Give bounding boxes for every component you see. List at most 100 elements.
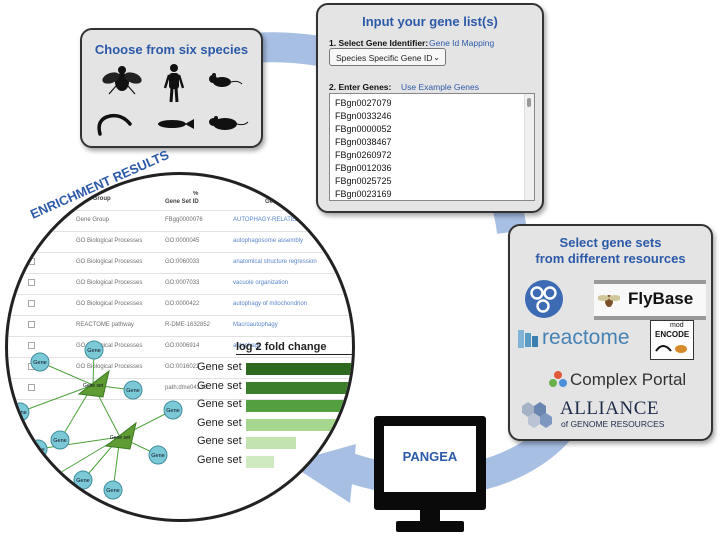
bar bbox=[246, 363, 352, 375]
row-checkbox[interactable] bbox=[28, 321, 35, 328]
human-icon[interactable] bbox=[163, 64, 185, 103]
textarea-scrollbar[interactable] bbox=[524, 94, 534, 200]
gene-node[interactable] bbox=[73, 470, 93, 490]
row-checkbox[interactable] bbox=[28, 279, 35, 286]
bar bbox=[246, 437, 296, 450]
col-id: Gene Set ID bbox=[165, 199, 199, 205]
gene-set-hub[interactable] bbox=[77, 369, 110, 398]
bar-label: Gene set bbox=[197, 361, 242, 373]
row-id: GO:0006914 bbox=[165, 343, 200, 349]
row-group: GO Biological Processes bbox=[76, 280, 143, 286]
complex-portal-logo[interactable]: Complex Portal bbox=[570, 370, 687, 389]
bar-label: Gene set bbox=[197, 454, 242, 466]
gene-set-hub[interactable] bbox=[104, 421, 137, 450]
gene-node[interactable] bbox=[84, 340, 104, 360]
row-name-link[interactable]: vacuole organization bbox=[233, 280, 289, 286]
reactome-logo[interactable]: reactome bbox=[542, 326, 630, 349]
gene-ontology-logo[interactable] bbox=[523, 278, 565, 320]
row-checkbox[interactable] bbox=[28, 300, 35, 307]
species-panel: Choose from six species bbox=[80, 28, 263, 148]
row-id: path:dme04136 bbox=[165, 385, 207, 391]
gene-node-label: Gene bbox=[13, 410, 26, 416]
gene-node-label: Gene bbox=[166, 408, 179, 414]
row-name-link[interactable]: Macroautophagy bbox=[233, 322, 278, 328]
row-group: GO Biological Processes bbox=[76, 259, 143, 265]
hub-label: Gene set bbox=[110, 435, 131, 441]
row-name-link[interactable]: AUTOPHAGY-RELATED GENES bbox=[233, 217, 322, 223]
gene-entry: FBgn0000052 bbox=[335, 124, 392, 134]
gene-identifier-select[interactable]: Species Specific Gene ID ⌄ bbox=[329, 48, 446, 66]
gene-input-panel: Input your gene list(s) 1. Select Gene I… bbox=[316, 3, 544, 213]
alliance-logo[interactable]: ALLIANCE bbox=[560, 398, 659, 419]
row-name-link[interactable]: autophagy bbox=[233, 343, 262, 349]
table-row[interactable]: GO Biological Processes GO:0000045 autopha… bbox=[8, 231, 352, 253]
row-name-link[interactable]: autophagosome assembly bbox=[233, 238, 304, 244]
fly-icon[interactable] bbox=[101, 66, 143, 95]
row-name-link[interactable]: autophagy of mitochondrion bbox=[233, 301, 308, 307]
gene-node[interactable] bbox=[10, 402, 30, 422]
pangea-monitor: PANGEA bbox=[374, 416, 486, 510]
row-name-link[interactable]: anatomical structure regression bbox=[233, 259, 317, 265]
bar-label: Gene set bbox=[197, 416, 242, 429]
row-checkbox[interactable] bbox=[28, 237, 35, 244]
row-group: GO Biological Processes bbox=[76, 364, 143, 370]
row-group: REACTOME pathway bbox=[76, 322, 134, 328]
network-edge bbox=[39, 361, 94, 386]
bar bbox=[246, 456, 275, 468]
gene-list-textarea[interactable]: FBgn0027079 FBgn0033246 FBgn0000052 FBgn… bbox=[329, 93, 535, 201]
row-checkbox[interactable] bbox=[28, 258, 35, 265]
fly-icon bbox=[598, 295, 620, 307]
gene-node-label: Gene bbox=[53, 438, 66, 444]
fish-icon[interactable] bbox=[158, 119, 194, 129]
modencode-logo[interactable]: mod ENCODE bbox=[650, 320, 694, 360]
row-checkbox[interactable] bbox=[28, 384, 35, 391]
gene-entry: FBgn0023169 bbox=[335, 189, 392, 199]
gene-id-mapping-link[interactable]: Gene Id Mapping bbox=[429, 38, 495, 48]
use-example-genes-link[interactable]: Use Example Genes bbox=[401, 82, 479, 92]
flybase-logo[interactable]: FlyBase bbox=[594, 280, 706, 320]
gene-node-label: Gene bbox=[87, 348, 100, 354]
row-id: GO:0000422 bbox=[165, 301, 200, 307]
gene-node[interactable] bbox=[123, 380, 143, 400]
flybase-text: FlyBase bbox=[628, 289, 694, 308]
row-group: GO Biological Processes bbox=[76, 238, 143, 244]
gene-node[interactable] bbox=[28, 439, 48, 459]
complex-portal-icon bbox=[549, 371, 567, 387]
pangea-label: PANGEA bbox=[402, 449, 458, 464]
gene-node[interactable] bbox=[148, 445, 168, 465]
gene-entry: FBgn0260972 bbox=[335, 150, 392, 160]
mouse-icon[interactable] bbox=[209, 73, 243, 87]
row-id: GO:0000045 bbox=[165, 238, 200, 244]
bar-label: Gene set bbox=[197, 398, 242, 411]
table-row[interactable]: path:dme04136 bbox=[8, 378, 352, 400]
row-checkbox[interactable] bbox=[28, 216, 35, 223]
col-group: Gene Group bbox=[76, 196, 111, 202]
bar bbox=[246, 418, 338, 431]
rat-icon[interactable] bbox=[209, 116, 249, 130]
alliance-icon bbox=[522, 402, 552, 428]
row-checkbox[interactable] bbox=[28, 342, 35, 349]
worm-icon[interactable] bbox=[97, 113, 132, 136]
gene-entry: FBgn0033246 bbox=[335, 111, 392, 121]
monitor-stand bbox=[420, 509, 440, 523]
row-id: FBgg0000076 bbox=[165, 217, 203, 223]
chevron-down-icon: ⌄ bbox=[433, 53, 440, 62]
gene-entry: FBgn0025725 bbox=[335, 176, 392, 186]
results-lens: Gene Group % Gene Set ID Gene Set Name G… bbox=[5, 172, 355, 522]
identifier-label: 1. Select Gene Identifier: bbox=[329, 38, 429, 48]
gene-node[interactable] bbox=[38, 470, 58, 490]
hub-label: Gene set bbox=[83, 383, 104, 389]
gene-node[interactable] bbox=[103, 480, 123, 500]
gene-node[interactable] bbox=[163, 400, 183, 420]
gene-entry: FBgn0038467 bbox=[335, 137, 392, 147]
select-value: Species Specific Gene ID bbox=[336, 53, 433, 63]
gene-node[interactable] bbox=[30, 352, 50, 372]
gene-node[interactable] bbox=[50, 430, 70, 450]
